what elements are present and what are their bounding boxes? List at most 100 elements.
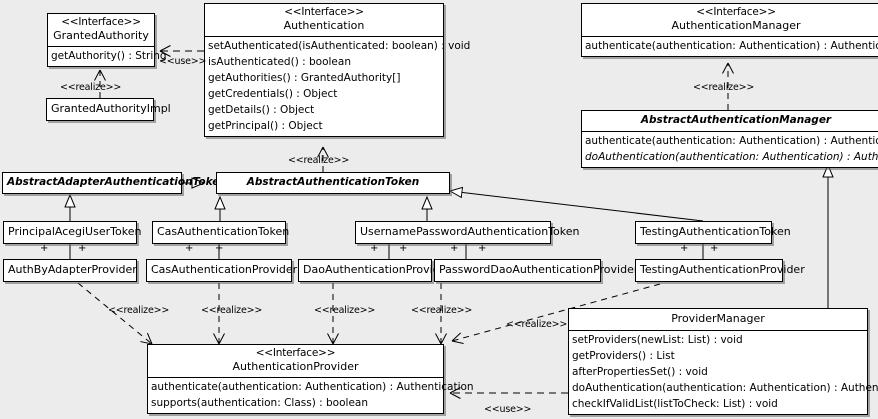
class-provider-manager[interactable]: ProviderManager setProviders(newList: Li…: [568, 308, 878, 415]
edge-label-use-bottom: <<use>>: [484, 404, 532, 415]
class-header: <<Interface>> GrantedAuthority: [48, 14, 154, 46]
class-authentication-provider[interactable]: <<Interface>> AuthenticationProvider aut…: [147, 344, 474, 414]
class-header: PasswordDaoAuthenticationProvider: [435, 260, 639, 281]
class-name: GrantedAuthorityImpl: [51, 102, 171, 115]
class-header: <<Interface>> AuthenticationManager: [582, 4, 878, 36]
class-name: GrantedAuthority: [53, 29, 149, 43]
operation-row: setProviders(newList: List) : void: [572, 333, 743, 346]
class-name: PrincipalAcegiUserToken: [8, 225, 142, 238]
class-name: DaoAuthenticationProvider: [303, 263, 451, 276]
class-name: CasAuthenticationToken: [157, 225, 290, 238]
class-username-password-authentication-token[interactable]: UsernamePasswordAuthenticationToken: [355, 221, 580, 244]
multiplicity-plus: +: [478, 243, 487, 254]
class-authentication-manager[interactable]: <<Interface>> AuthenticationManager auth…: [581, 3, 878, 57]
class-abstract-authentication-manager[interactable]: AbstractAuthenticationManager authentica…: [581, 110, 878, 169]
class-name: ProviderManager: [671, 312, 765, 325]
edge-label-realize-authentication-manager: <<realize>>: [693, 82, 755, 93]
edge-label-realize-p1: <<realize>>: [108, 305, 170, 316]
class-name: AuthenticationManager: [671, 19, 801, 33]
operation-row: afterPropertiesSet() : void: [572, 365, 708, 378]
class-header: ProviderManager: [569, 309, 867, 330]
class-granted-authority[interactable]: <<Interface>> GrantedAuthority getAuthor…: [47, 13, 167, 67]
multiplicity-plus: +: [40, 243, 49, 254]
stereotype-label: <<Interface>>: [284, 6, 364, 18]
class-granted-authority-impl[interactable]: GrantedAuthorityImpl: [46, 98, 171, 121]
operations-compartment: authenticate(authentication: Authenticat…: [582, 35, 878, 56]
multiplicity-plus: +: [399, 243, 408, 254]
operation-row: isAuthenticated() : boolean: [208, 55, 351, 68]
class-name: PasswordDaoAuthenticationProvider: [439, 263, 639, 276]
class-name: AuthByAdapterProvider: [8, 263, 137, 276]
class-name: Authentication: [283, 19, 365, 33]
operation-row: doAuthentication(authentication: Authent…: [572, 381, 878, 394]
operation-row: checkIfValidList(listToCheck: List) : vo…: [572, 397, 778, 410]
multiplicity-plus: +: [185, 243, 194, 254]
operation-row: getCredentials() : Object: [208, 87, 338, 100]
class-name: CasAuthenticationProvider: [151, 263, 298, 276]
operations-compartment: authenticate(authentication: Authenticat…: [148, 376, 474, 413]
multiplicity-plus: +: [450, 243, 459, 254]
class-name: TestingAuthenticationProvider: [640, 263, 805, 276]
edge-label-use-top: <<use>>: [159, 56, 207, 67]
operations-compartment: setAuthenticated(isAuthenticated: boolea…: [205, 35, 471, 136]
edge-label-realize-p3: <<realize>>: [314, 305, 376, 316]
class-header: DaoAuthenticationProvider: [299, 260, 451, 281]
class-header: <<Interface>> AuthenticationProvider: [148, 345, 443, 377]
class-header: AbstractAuthenticationManager: [582, 111, 878, 131]
edge-label-realize-p5: <<realize>>: [506, 319, 568, 330]
edge-label-realize-p4: <<realize>>: [411, 305, 473, 316]
operation-row: doAuthentication(authentication: Authent…: [585, 151, 878, 164]
class-principal-acegi-user-token[interactable]: PrincipalAcegiUserToken: [3, 221, 142, 244]
operation-row: setAuthenticated(isAuthenticated: boolea…: [208, 39, 471, 52]
class-name: AbstractAuthenticationManager: [640, 114, 832, 126]
operation-row: supports(authentication: Class) : boolea…: [151, 396, 368, 409]
class-header: AuthByAdapterProvider: [4, 260, 137, 281]
multiplicity-plus: +: [370, 243, 379, 254]
class-header: UsernamePasswordAuthenticationToken: [356, 222, 580, 243]
class-cas-authentication-provider[interactable]: CasAuthenticationProvider: [146, 259, 298, 282]
edge-label-realize-granted-authority: <<realize>>: [60, 82, 122, 93]
class-header: CasAuthenticationToken: [153, 222, 290, 243]
operation-row: authenticate(authentication: Authenticat…: [585, 39, 878, 52]
class-name: AbstractAdapterAuthenticationToken: [7, 176, 227, 188]
class-header: GrantedAuthorityImpl: [47, 99, 171, 120]
class-header: PrincipalAcegiUserToken: [4, 222, 142, 243]
class-header: <<Interface>> Authentication: [205, 4, 443, 36]
class-auth-by-adapter-provider[interactable]: AuthByAdapterProvider: [3, 259, 137, 282]
edge-label-realize-authentication: <<realize>>: [288, 155, 350, 166]
class-dao-authentication-provider[interactable]: DaoAuthenticationProvider: [298, 259, 451, 282]
multiplicity-plus: +: [680, 243, 689, 254]
class-name: AbstractAuthenticationToken: [246, 176, 420, 188]
class-authentication[interactable]: <<Interface>> Authentication setAuthenti…: [204, 3, 471, 137]
operations-compartment: setProviders(newList: List) : void getPr…: [569, 329, 878, 414]
multiplicity-plus: +: [78, 243, 87, 254]
multiplicity-plus: +: [710, 243, 719, 254]
multiplicity-plus: +: [215, 243, 224, 254]
class-header: AbstractAuthenticationToken: [217, 173, 449, 193]
operation-row: getAuthorities() : GrantedAuthority[]: [208, 71, 401, 84]
class-abstract-adapter-authentication-token[interactable]: AbstractAdapterAuthenticationToken: [2, 172, 227, 195]
edge-generalization-testingauthenticationtoken: [450, 191, 704, 222]
class-password-dao-authentication-provider[interactable]: PasswordDaoAuthenticationProvider: [434, 259, 639, 282]
operation-row: getAuthority() : String: [51, 49, 167, 62]
stereotype-label: <<Interface>>: [255, 347, 336, 359]
class-header: AbstractAdapterAuthenticationToken: [3, 173, 227, 193]
class-header: CasAuthenticationProvider: [147, 260, 298, 281]
class-testing-authentication-provider[interactable]: TestingAuthenticationProvider: [635, 259, 805, 282]
stereotype-label: <<Interface>>: [696, 6, 776, 18]
class-abstract-authentication-token[interactable]: AbstractAuthenticationToken: [216, 172, 450, 195]
operation-row: authenticate(authentication: Authenticat…: [585, 135, 878, 148]
operation-row: getPrincipal() : Object: [208, 119, 323, 132]
class-name: TestingAuthenticationToken: [640, 225, 791, 238]
edge-label-realize-p2: <<realize>>: [201, 305, 263, 316]
class-header: TestingAuthenticationToken: [636, 222, 791, 243]
class-testing-authentication-token[interactable]: TestingAuthenticationToken: [635, 221, 791, 244]
operations-compartment: authenticate(authentication: Authenticat…: [582, 131, 878, 167]
operation-row: authenticate(authentication: Authenticat…: [151, 380, 474, 393]
operations-compartment: getAuthority() : String: [48, 45, 167, 66]
class-name: UsernamePasswordAuthenticationToken: [360, 225, 580, 238]
operation-row: getDetails() : Object: [208, 103, 315, 116]
operation-row: getProviders() : List: [572, 349, 675, 362]
class-cas-authentication-token[interactable]: CasAuthenticationToken: [152, 221, 290, 244]
